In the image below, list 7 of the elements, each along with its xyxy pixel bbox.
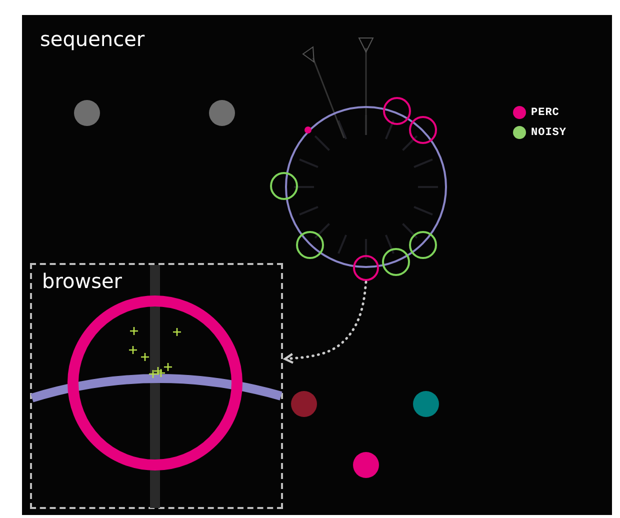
sequencer-panel <box>22 15 612 515</box>
legend-label: PERC <box>531 106 560 118</box>
dotted-arrow <box>284 280 368 364</box>
legend-label: NOISY <box>531 126 567 138</box>
panel-title: sequencer <box>40 29 145 49</box>
step-circle <box>353 255 379 281</box>
panel-title: browser <box>42 271 122 291</box>
